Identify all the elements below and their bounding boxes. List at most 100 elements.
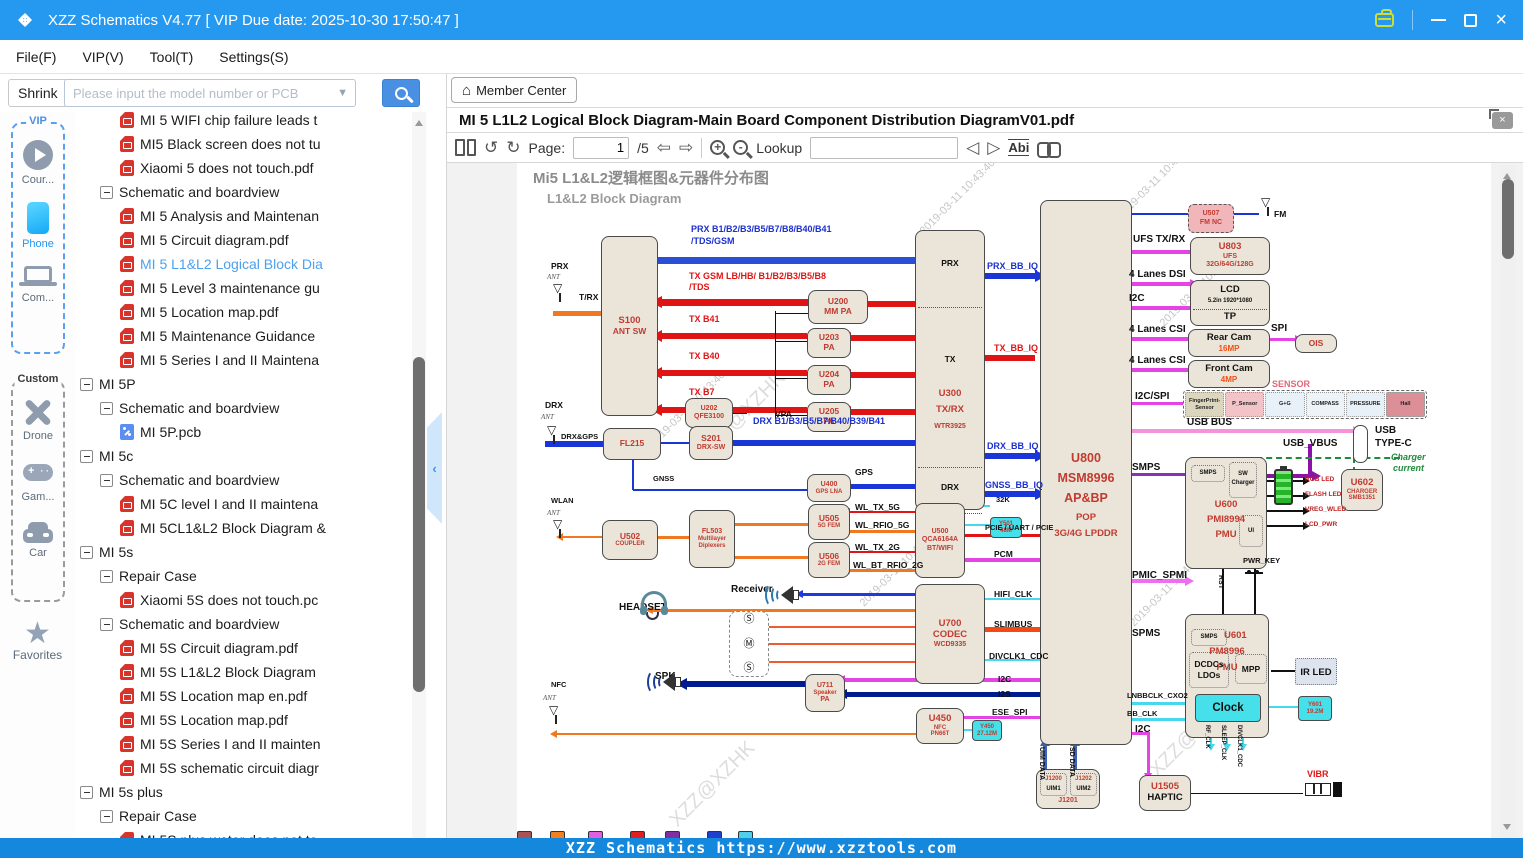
tree-item-node[interactable]: MI 5s plus (76, 780, 412, 804)
minimize-button[interactable] (1431, 19, 1446, 21)
member-center-button[interactable]: ⌂ Member Center (451, 77, 577, 103)
collapse-icon[interactable] (100, 570, 113, 583)
tree-item-file[interactable]: MI 5 Series I and II Maintena (76, 348, 412, 372)
rotate-right-icon[interactable]: ↻ (506, 139, 520, 156)
tree-scrollbar[interactable] (412, 112, 426, 838)
model-search-combo[interactable]: ▼ (64, 79, 356, 107)
tree-item-file[interactable]: MI 5 Analysis and Maintenan (76, 204, 412, 228)
tree-item-file[interactable]: MI 5 Location map.pdf (76, 300, 412, 324)
zoom-out-icon[interactable]: - (733, 140, 748, 155)
collapse-icon[interactable] (100, 186, 113, 199)
find-prev-icon[interactable]: ◁ (966, 139, 979, 156)
briefcase-icon[interactable] (1375, 13, 1394, 27)
signal-arrow (661, 442, 689, 444)
tree-item-file[interactable]: MI 5 WIFI chip failure leads t (76, 108, 412, 132)
pdf-file-icon (120, 208, 134, 224)
scroll-down-icon[interactable] (1503, 824, 1511, 834)
rotate-left-icon[interactable]: ↺ (484, 139, 498, 156)
tree-item-node[interactable]: Schematic and boardview (76, 396, 412, 420)
shrink-button[interactable]: Shrink (8, 79, 68, 107)
search-button[interactable] (382, 79, 420, 107)
collapse-icon[interactable] (80, 450, 93, 463)
model-search-input[interactable] (65, 86, 337, 101)
scroll-up-icon[interactable] (1503, 169, 1511, 179)
pdf-file-icon (120, 328, 134, 344)
tree-item-file[interactable]: MI 5CL1&L2 Block Diagram & (76, 516, 412, 540)
tree-item-node[interactable]: MI 5s (76, 540, 412, 564)
collapse-icon[interactable] (100, 810, 113, 823)
close-tab-icon[interactable]: × (1492, 112, 1513, 129)
signal-arrow (733, 440, 915, 446)
page-back-icon[interactable]: ⇦ (657, 139, 671, 156)
tree-item-file[interactable]: MI 5P.pcb (76, 420, 412, 444)
tree-item-file[interactable]: MI 5S plus water does not to (76, 828, 412, 838)
panel-collapse-handle[interactable]: ‹ (427, 412, 442, 524)
diagram-label: UIM DATA (1038, 747, 1045, 780)
page-forward-icon[interactable]: ⇨ (679, 139, 693, 156)
match-case-icon[interactable]: Abi (1008, 139, 1029, 156)
home-icon: ⌂ (462, 82, 471, 99)
tree-item-file[interactable]: MI 5S L1&L2 Block Diagram (76, 660, 412, 684)
two-page-view-icon[interactable] (455, 139, 476, 156)
tree-item-node[interactable]: Schematic and boardview (76, 468, 412, 492)
tree-item-file[interactable]: MI 5S schematic circuit diagr (76, 756, 412, 780)
find-next-icon[interactable]: ▷ (987, 139, 1000, 156)
diagram-label: WL_BT_RFIO_2G (853, 561, 923, 570)
chevron-down-icon[interactable]: ▼ (337, 87, 355, 99)
sidebar-item-phone[interactable]: Phone (13, 202, 63, 250)
pdf-file-icon (120, 736, 134, 752)
sidebar-item-favorites[interactable]: ★ Favorites (0, 620, 75, 662)
tree-item-node[interactable]: Schematic and boardview (76, 180, 412, 204)
sidebar-item-computer[interactable]: Com... (13, 266, 63, 304)
u600-swcharger-block: SWCharger (1229, 462, 1257, 498)
car-icon (23, 529, 53, 543)
tree-item-file[interactable]: MI 5S Location map en.pdf (76, 684, 412, 708)
diagram-label: I2S (998, 690, 1011, 699)
tree-item-file[interactable]: Xiaomi 5S does not touch.pc (76, 588, 412, 612)
collapse-icon[interactable] (80, 378, 93, 391)
diagram-label: USB_VBUS (1283, 439, 1337, 449)
page-number-input[interactable] (573, 137, 629, 159)
tree-item-node[interactable]: Repair Case (76, 804, 412, 828)
lookup-input[interactable] (810, 137, 958, 159)
scroll-up-icon[interactable] (415, 116, 423, 126)
document-tab-title[interactable]: MI 5 L1L2 Logical Block Diagram-Main Boa… (447, 112, 1074, 129)
sidebar-item-drone[interactable]: Drone (13, 398, 63, 442)
sidebar-item-car[interactable]: Car (13, 519, 63, 559)
tree-item-node[interactable]: MI 5P (76, 372, 412, 396)
zoom-in-icon[interactable]: + (710, 140, 725, 155)
signal-arrow (662, 333, 807, 339)
collapse-icon[interactable] (100, 474, 113, 487)
tree-item-file[interactable]: MI 5S Location map.pdf (76, 708, 412, 732)
pdf-scrollbar[interactable] (1500, 165, 1516, 838)
sidebar-item-course[interactable]: Cour... (13, 140, 63, 186)
tree-item-file[interactable]: MI 5 Level 3 maintenance gu (76, 276, 412, 300)
tree-item-file[interactable]: MI 5 Circuit diagram.pdf (76, 228, 412, 252)
collapse-icon[interactable] (100, 618, 113, 631)
collapse-icon[interactable] (80, 546, 93, 559)
tree-item-file[interactable]: MI5 Black screen does not tu (76, 132, 412, 156)
tree-item-file[interactable]: MI 5S Circuit diagram.pdf (76, 636, 412, 660)
signal-arrow (563, 536, 602, 538)
menu-item-vipv[interactable]: VIP(V) (82, 49, 123, 65)
maximize-button[interactable] (1464, 14, 1477, 27)
pdf-scrollbar-thumb[interactable] (1502, 179, 1514, 259)
sidebar-item-game[interactable]: Gam... (13, 458, 63, 503)
menu-item-settingss[interactable]: Settings(S) (219, 49, 288, 65)
tree-item-file[interactable]: MI 5 L1&L2 Logical Block Dia (76, 252, 412, 276)
tree-item-file[interactable]: Xiaomi 5 does not touch.pdf (76, 156, 412, 180)
tree-item-node[interactable]: Schematic and boardview (76, 612, 412, 636)
tree-item-label: Schematic and boardview (119, 400, 279, 416)
tree-item-node[interactable]: Repair Case (76, 564, 412, 588)
menu-item-toolt[interactable]: Tool(T) (150, 49, 194, 65)
tree-item-file[interactable]: MI 5 Maintenance Guidance (76, 324, 412, 348)
tree-scrollbar-thumb[interactable] (413, 357, 425, 692)
collapse-icon[interactable] (80, 786, 93, 799)
tree-item-file[interactable]: MI 5C level I and II maintena (76, 492, 412, 516)
tree-item-node[interactable]: MI 5c (76, 444, 412, 468)
tree-item-file[interactable]: MI 5S Series I and II mainten (76, 732, 412, 756)
collapse-icon[interactable] (100, 402, 113, 415)
close-button[interactable]: × (1495, 13, 1507, 27)
menu-item-filef[interactable]: File(F) (16, 49, 56, 65)
binoculars-icon[interactable] (1037, 140, 1061, 156)
